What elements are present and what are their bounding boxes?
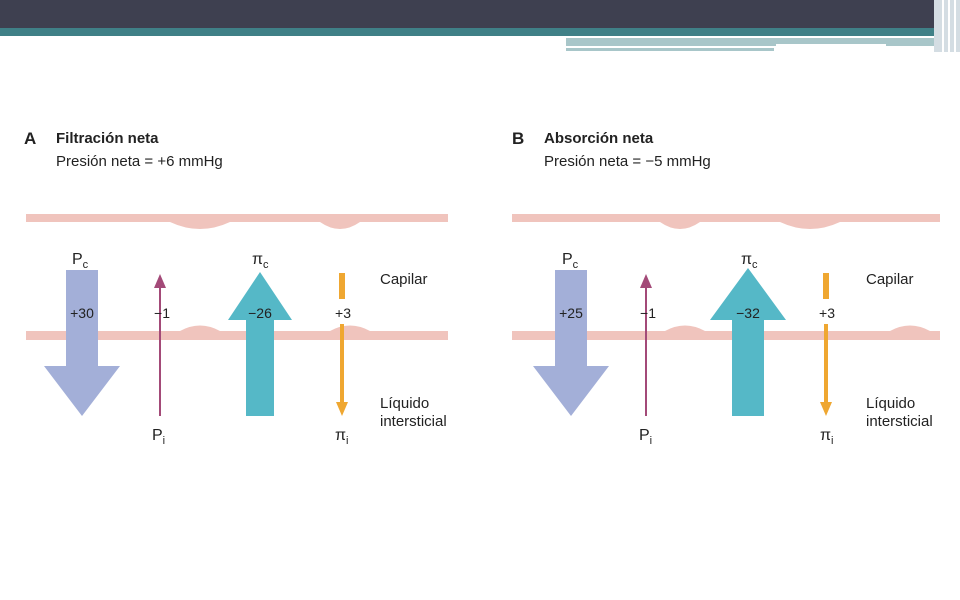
panel-b-pi-symbol: Pi	[639, 427, 652, 447]
panel-b-pic-arrow	[710, 268, 786, 416]
panel-b-subtitle: Presión neta = −5 mmHg	[544, 153, 711, 170]
panel-a-pic-value: −26	[248, 305, 272, 321]
panel-b-pii-value: +3	[819, 305, 835, 321]
panel-a-pii-segment-bottom	[340, 324, 344, 404]
header-bar	[0, 0, 960, 28]
panel-a-pc-value: +30	[70, 305, 94, 321]
panel-b-pc-arrow	[533, 270, 609, 416]
panel-b-capillary-label: Capilar	[866, 271, 914, 288]
panel-a-pic-symbol: πc	[252, 251, 269, 271]
panel-b-pic-value: −32	[736, 305, 760, 321]
panel-a-capillary-label: Capilar	[380, 271, 428, 288]
header-accent-white-line	[776, 44, 886, 46]
corner-decoration	[934, 0, 960, 52]
panel-a-pc-symbol: Pc	[72, 251, 89, 271]
panel-a-pii-value: +3	[335, 305, 351, 321]
panel-a-pii-arrowhead	[336, 402, 348, 416]
panel-b-pi-value: −1	[640, 305, 656, 321]
panel-b-membrane-top	[512, 214, 940, 229]
header-accent-stripe-light	[566, 38, 960, 46]
panel-a-pi-symbol: Pi	[152, 427, 165, 447]
panel-a: A Filtración neta Presión neta = +6 mmHg…	[24, 129, 448, 447]
panel-a-pii-segment-top	[339, 273, 345, 299]
panel-b-fluid-label-line1: Líquido	[866, 395, 915, 412]
panel-b: B Absorción neta Presión neta = −5 mmHg …	[512, 129, 940, 447]
header-accent-thin-line	[566, 48, 774, 51]
panel-b-pc-value: +25	[559, 305, 583, 321]
panel-a-pii-symbol: πi	[335, 427, 349, 447]
panel-b-membrane-bottom	[512, 325, 940, 340]
panel-a-letter: A	[24, 129, 36, 148]
panel-a-fluid-label-line1: Líquido	[380, 395, 429, 412]
panel-a-title: Filtración neta	[56, 130, 159, 147]
panel-b-pii-arrowhead	[820, 402, 832, 416]
panel-a-fluid-label-line2: intersticial	[380, 413, 447, 430]
panel-b-pii-segment-top	[823, 273, 829, 299]
panel-b-pc-symbol: Pc	[562, 251, 579, 271]
panel-a-pc-arrow	[44, 270, 120, 416]
panel-b-pii-segment-bottom	[824, 324, 828, 404]
panel-b-title: Absorción neta	[544, 130, 654, 147]
panel-a-pi-arrowhead	[154, 274, 166, 288]
panel-b-pic-symbol: πc	[741, 251, 758, 271]
panel-a-subtitle: Presión neta = +6 mmHg	[56, 153, 223, 170]
panel-b-letter: B	[512, 129, 524, 148]
panel-a-pi-value: −1	[154, 305, 170, 321]
panel-b-pi-arrowhead	[640, 274, 652, 288]
panel-a-membrane-top	[26, 214, 448, 229]
header-accent-stripe	[0, 28, 960, 36]
panel-b-fluid-label-line2: intersticial	[866, 413, 933, 430]
panel-b-pii-symbol: πi	[820, 427, 834, 447]
panel-a-pic-arrow	[228, 272, 292, 416]
